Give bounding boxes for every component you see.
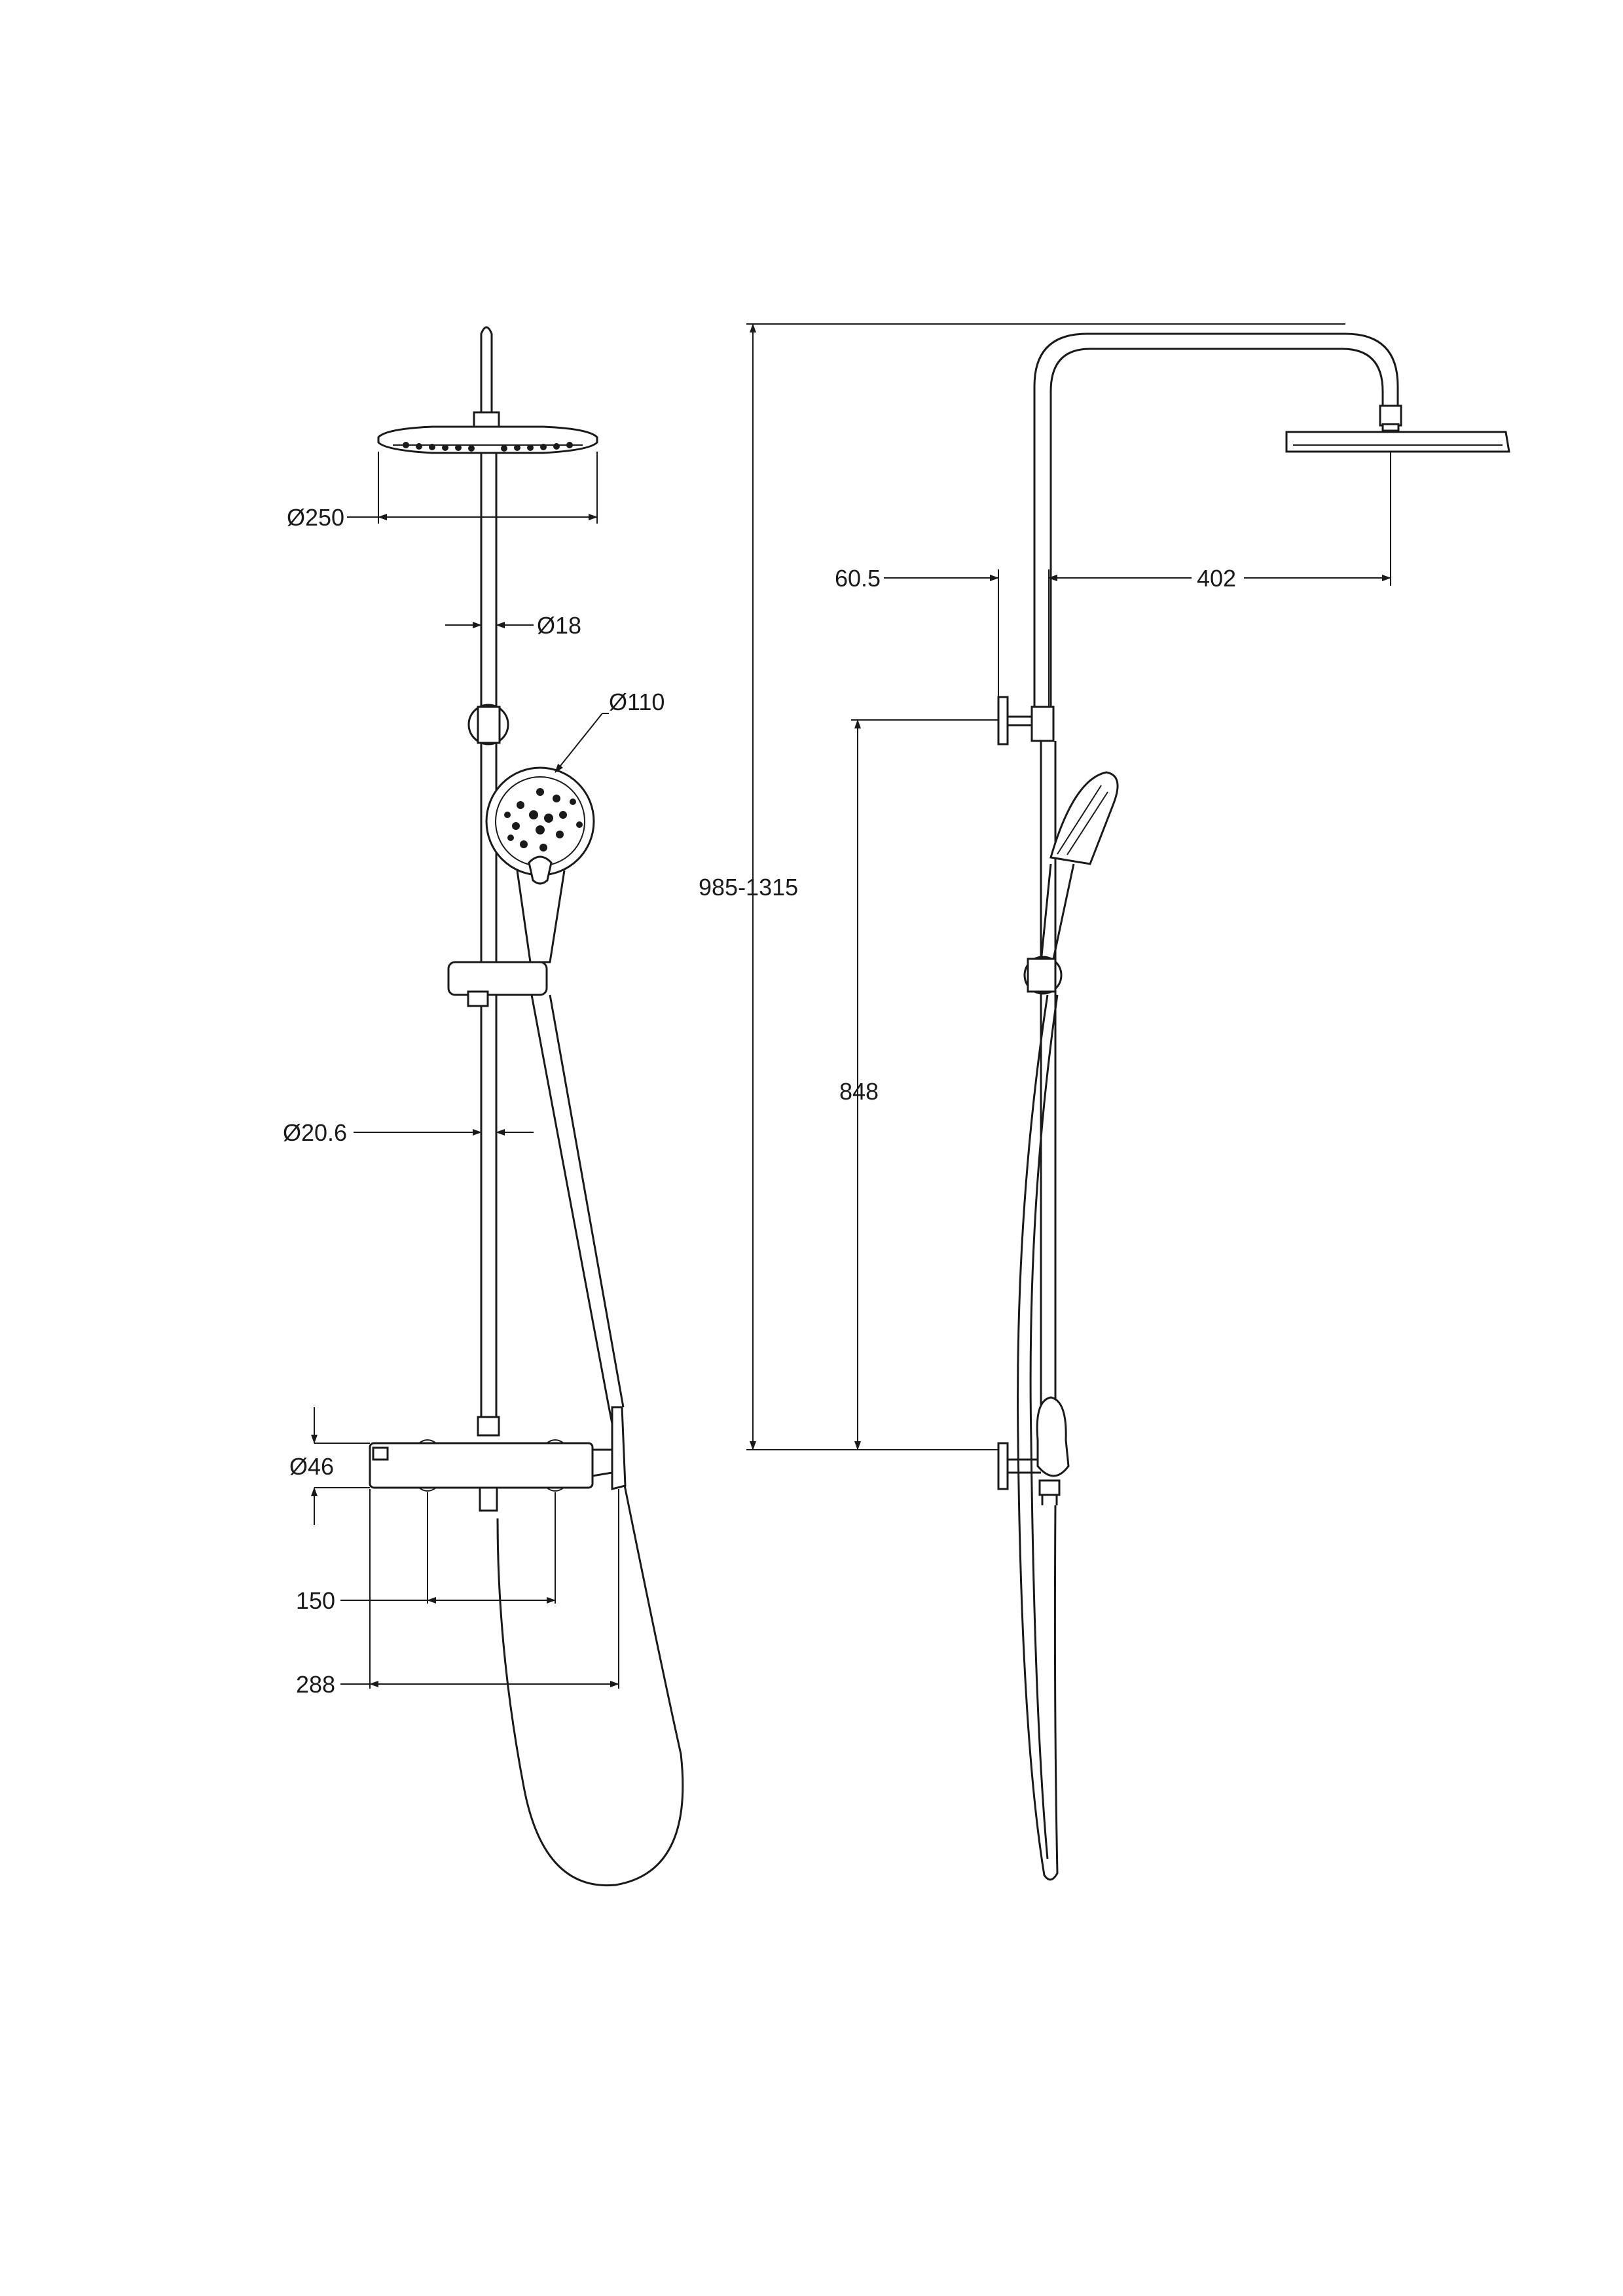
dim-arm-reach: 402 <box>1048 452 1391 592</box>
dim-bracket-centers: 848 <box>839 719 998 1450</box>
valve-indicator <box>372 1446 389 1461</box>
shower-hose-edge <box>549 994 625 1408</box>
dim-overall-height: 985-1315 <box>699 323 1345 1450</box>
dim-text-inlet-centers: 150 <box>296 1587 335 1614</box>
dim-hand-shower: Ø110 <box>555 689 665 773</box>
side-riser <box>1033 332 1399 723</box>
side-hand-shower-face <box>1057 785 1108 855</box>
dim-text-valve-length: 288 <box>296 1671 335 1698</box>
valve-inlets <box>418 1439 564 1492</box>
dim-rail-diameter: Ø20.6 <box>283 1119 534 1146</box>
dim-text-bracket-centers: 848 <box>839 1078 879 1105</box>
dim-text-valve-diameter: Ø46 <box>289 1453 334 1480</box>
dim-arm-diameter: Ø18 <box>445 612 581 639</box>
side-hose-holder-body <box>1027 958 1057 993</box>
side-hand-shower-head <box>1049 771 1119 865</box>
side-wall-bracket-top <box>997 696 1009 745</box>
head-nozzles <box>403 442 573 452</box>
riser-rail <box>480 453 498 1424</box>
side-rail-clamp <box>1030 706 1055 742</box>
front-view: Ø250 Ø18 Ø110 Ø20.6 Ø46 <box>283 326 684 1887</box>
dim-wall-offset: 60.5 <box>835 565 1077 697</box>
dim-text-head-diameter: Ø250 <box>287 504 344 531</box>
slider-clip-body <box>477 706 501 744</box>
diverter-lever <box>611 1406 627 1490</box>
outlet-connector <box>479 1486 498 1512</box>
side-head-connector <box>1379 404 1402 427</box>
hand-shower-nozzles <box>504 788 583 852</box>
side-valve-outlet <box>1038 1479 1061 1496</box>
dim-inlet-centers: 150 <box>296 1492 556 1614</box>
side-head-nut <box>1381 423 1400 432</box>
dim-text-hand-shower: Ø110 <box>609 689 665 715</box>
dim-head-diameter: Ø250 <box>287 452 598 531</box>
dim-valve-length: 288 <box>296 1489 619 1698</box>
valve-handle <box>591 1448 613 1477</box>
dim-text-rail-diameter: Ø20.6 <box>283 1119 347 1146</box>
rail-connector <box>477 1416 500 1437</box>
holder-knob <box>467 990 489 1007</box>
side-wall-bracket-bottom <box>997 1442 1009 1490</box>
dim-text-arm-diameter: Ø18 <box>537 612 581 639</box>
overhead-head <box>377 425 598 454</box>
holder-block <box>447 961 548 996</box>
side-rail <box>1040 741 1057 1460</box>
side-valve-body <box>1036 1396 1070 1477</box>
side-hose <box>1017 994 1059 1881</box>
riser-top <box>480 326 493 419</box>
side-hand-shower-handle <box>1040 863 1075 963</box>
valve-body <box>369 1442 594 1489</box>
dim-text-wall-offset: 60.5 <box>835 565 881 592</box>
side-view: 985-1315 60.5 402 848 <box>699 323 1510 1881</box>
dim-valve-diameter: Ø46 <box>289 1407 370 1525</box>
hand-shower-button <box>528 855 553 885</box>
dim-text-arm-reach: 402 <box>1197 565 1236 592</box>
side-overhead-head <box>1285 431 1510 453</box>
shower-hose <box>496 994 684 1887</box>
side-riser-inner <box>1049 348 1384 723</box>
dim-text-overall-height: 985-1315 <box>699 874 798 901</box>
head-connector <box>473 411 500 428</box>
side-hose-edge <box>1029 994 1059 1859</box>
